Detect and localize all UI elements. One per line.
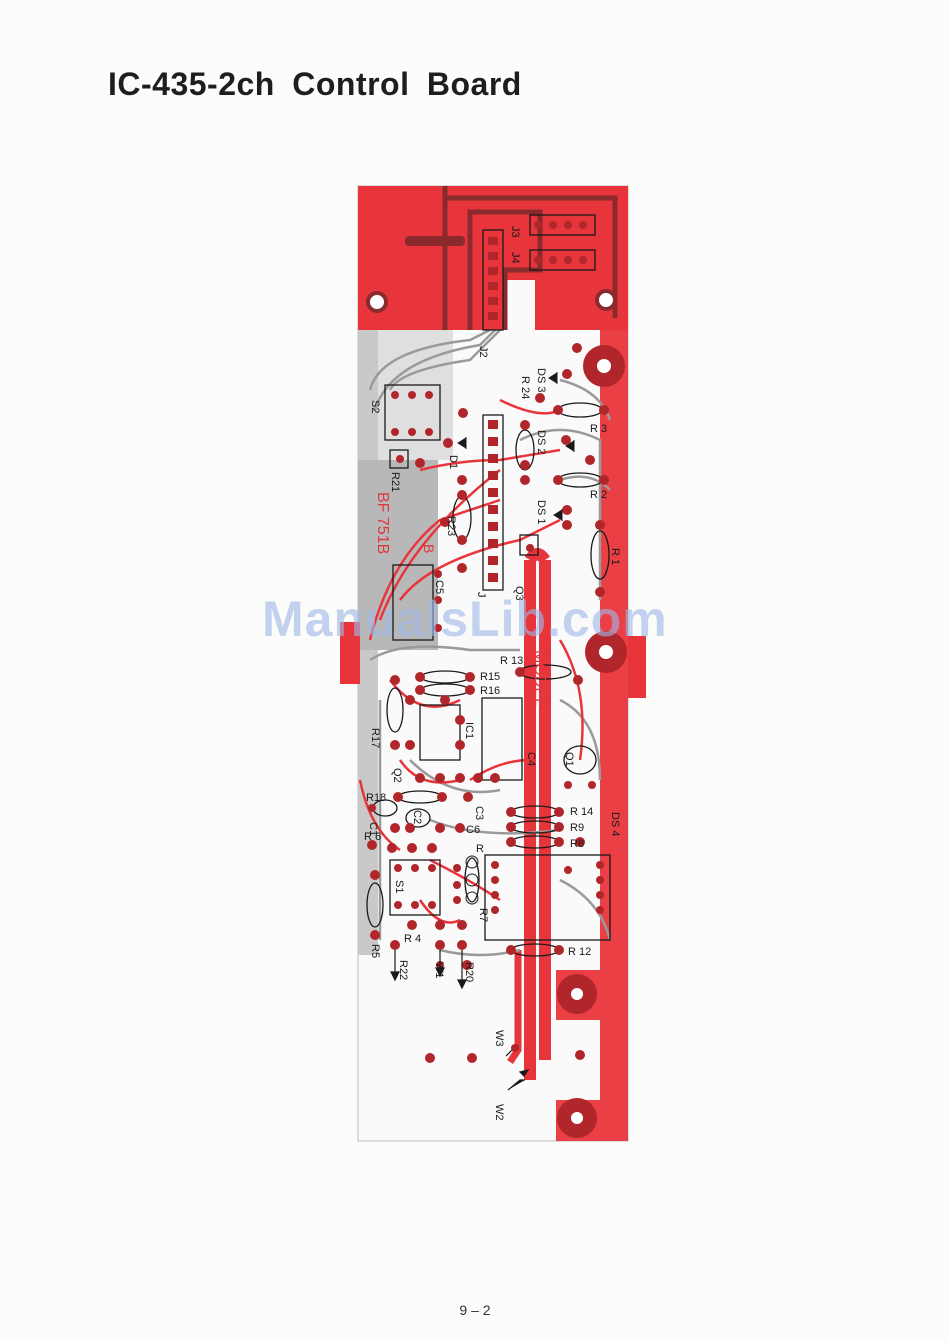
page-number: 9 – 2 xyxy=(0,1302,950,1318)
label-j3: J3 xyxy=(509,226,521,238)
copper-notch xyxy=(405,236,465,246)
label-w3: W3 xyxy=(493,1030,505,1047)
watermark: ManualsLib.com xyxy=(262,590,668,648)
label-w1: W1 xyxy=(433,962,445,979)
label-d1: D1 xyxy=(447,455,459,469)
label-s1: S1 xyxy=(393,880,405,893)
label-r-small: R xyxy=(476,843,484,855)
label-r22: R22 xyxy=(397,960,409,980)
label-r5: R5 xyxy=(369,944,381,958)
label-ds3: DS 3 xyxy=(535,368,547,392)
label-r7: R7 xyxy=(477,908,489,922)
label-r2: R 2 xyxy=(590,489,607,501)
label-c3: C3 xyxy=(473,806,485,820)
label-r18: R18 xyxy=(366,792,386,804)
label-r20: R20 xyxy=(463,962,475,982)
label-c2: C2 xyxy=(411,810,423,824)
label-r6: R 6 xyxy=(364,831,381,843)
label-j4: J4 xyxy=(509,252,521,264)
label-ic1: IC1 xyxy=(463,722,475,739)
label-model: MODEL xyxy=(531,650,548,707)
label-r24: R 24 xyxy=(519,376,531,399)
label-ds1: DS 1 xyxy=(535,500,547,524)
label-w2: W2 xyxy=(493,1104,505,1121)
label-q1: Q1 xyxy=(563,752,575,767)
label-board-code: BF 751B xyxy=(374,492,391,554)
label-r14: R 14 xyxy=(570,806,593,818)
label-j2: J2 xyxy=(477,346,489,358)
label-r23: R23 xyxy=(445,516,457,536)
label-r8: R8 xyxy=(570,838,584,850)
label-c4: C4 xyxy=(525,752,537,766)
label-r16: R16 xyxy=(480,685,500,697)
label-r21: R21 xyxy=(389,472,401,492)
label-r1: R 1 xyxy=(609,548,621,565)
label-r12: R 12 xyxy=(568,946,591,958)
label-r17: R17 xyxy=(369,728,381,748)
label-ds4: DS 4 xyxy=(609,812,621,836)
label-r3: R 3 xyxy=(590,423,607,435)
label-r15: R15 xyxy=(480,671,500,683)
label-r13: R 13 xyxy=(500,655,523,667)
label-board-mark: B xyxy=(421,544,437,553)
label-ds2: DS 2 xyxy=(535,430,547,454)
label-r9: R9 xyxy=(570,822,584,834)
label-c6: C6 xyxy=(466,824,480,836)
label-s2: S2 xyxy=(369,400,381,413)
label-q2: Q2 xyxy=(391,768,403,783)
label-r4: R 4 xyxy=(404,933,421,945)
